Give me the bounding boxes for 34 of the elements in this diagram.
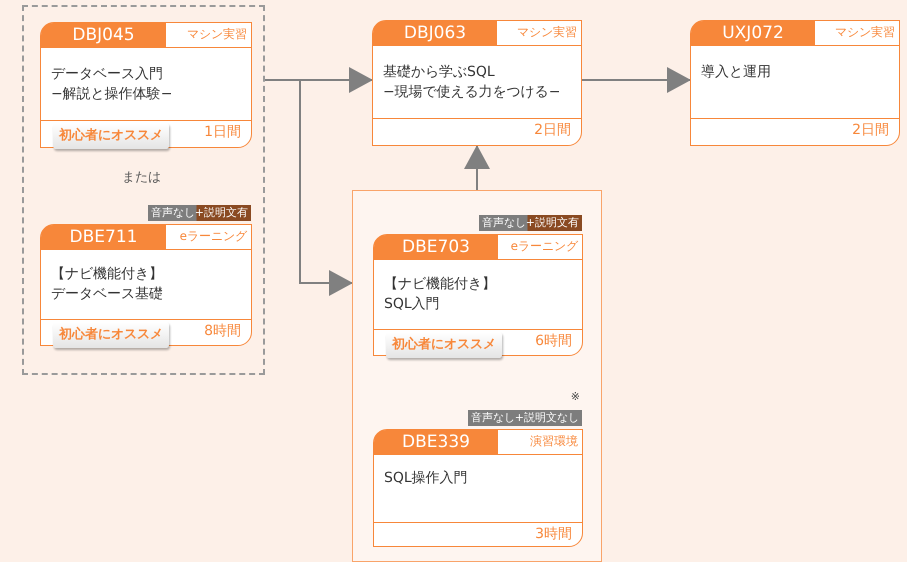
course-title: 【ナビ機能付き】データベース基礎	[51, 265, 163, 304]
course-code: DBE711	[41, 225, 166, 249]
audio-caption-badge: 音声なし+説明文有	[148, 205, 251, 221]
arrow	[464, 145, 490, 190]
duration-text: 2日間	[852, 121, 889, 139]
audio-caption-badge: 音声なし+説明文有	[478, 215, 582, 231]
or-text: または	[122, 169, 161, 186]
duration-text: 8時間	[204, 322, 241, 340]
arrow	[582, 67, 691, 93]
course-code: DBE339	[374, 430, 498, 454]
course-title: SQL操作入門	[384, 469, 468, 488]
course-title: 基礎から学ぶSQL−現場で使える力をつける−	[383, 62, 560, 102]
recommendation-badge: 初心者にオススメ	[53, 123, 169, 149]
recommendation-badge: 初心者にオススメ	[386, 332, 502, 358]
duration-text: 3時間	[535, 525, 572, 543]
course-card	[690, 20, 900, 146]
duration-text: 6時間	[535, 332, 572, 350]
course-code: UXJ072	[691, 21, 815, 45]
dashed-group-box	[22, 5, 265, 375]
note-mark: ※	[570, 390, 580, 403]
course-card	[372, 20, 582, 146]
duration-text: 2日間	[534, 121, 571, 139]
course-title: 導入と運用	[701, 62, 771, 82]
recommendation-badge: 初心者にオススメ	[53, 322, 169, 348]
course-code: DBJ063	[373, 21, 497, 45]
course-code: DBE703	[374, 235, 498, 259]
course-title: 【ナビ機能付き】SQL入門	[384, 275, 496, 314]
course-title: データベース入門−解説と操作体験−	[51, 64, 172, 104]
course-card	[40, 22, 252, 148]
panel-box	[352, 190, 602, 562]
course-code: DBJ045	[41, 23, 166, 47]
duration-text: 1日間	[204, 123, 241, 141]
audio-caption-badge: 音声なし+説明文なし	[468, 410, 582, 426]
arrow	[265, 79, 353, 296]
